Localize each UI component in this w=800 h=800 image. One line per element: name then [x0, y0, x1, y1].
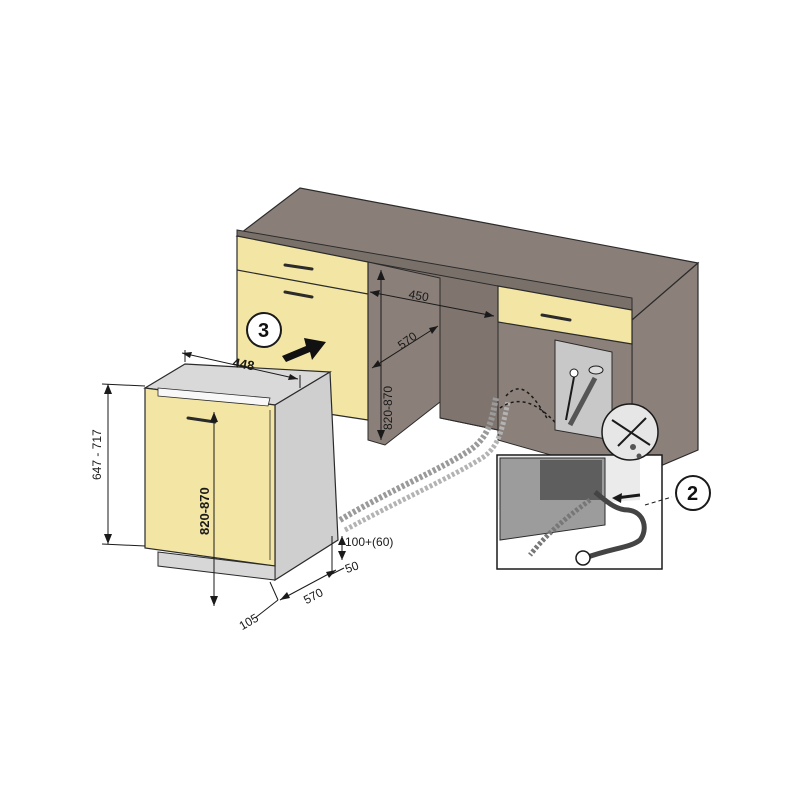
gap-height-dimension: 820-870 — [377, 270, 395, 440]
hose-to-wall-2 — [499, 400, 561, 429]
dishwasher-door-panel — [144, 387, 276, 567]
appliance-width-dimension: 448 — [181, 350, 301, 388]
drain-pipe — [567, 376, 598, 427]
dishwasher-control-strip — [157, 387, 271, 407]
right-cabinet-drawer-front — [497, 285, 633, 345]
water-drop-icon-2 — [636, 453, 642, 459]
left-cabinet-side-in-gap — [367, 261, 441, 446]
detail-drain-hose — [528, 498, 592, 557]
leak-detail-magnifier — [601, 403, 659, 461]
step-2-badge: 2 — [675, 475, 711, 511]
push-in-arrow-icon — [282, 338, 326, 362]
drain-hose — [338, 397, 499, 523]
appliance-depth-label: 570 — [301, 585, 326, 607]
gap-width-dimension: 450 — [369, 287, 495, 318]
detail-hose-connector-icon — [575, 550, 591, 566]
detail-inlet-hose — [584, 490, 647, 561]
appliance-height-dimension: 820-870 — [197, 412, 218, 606]
right-cabinet-drawer-handle — [540, 313, 572, 322]
floor-hoses — [338, 388, 561, 533]
drain-outlet-icon — [588, 365, 604, 375]
door-height-label: 647 - 717 — [90, 429, 104, 480]
detail-callout-water-connection — [496, 454, 673, 570]
hose-gap-dimension: 100+(60) — [331, 535, 393, 574]
detail-appliance-back-panel — [540, 460, 602, 500]
step-2-label: 2 — [687, 483, 698, 505]
appliance-height-label: 820-870 — [197, 487, 212, 535]
rear-gap-label: 50 — [343, 558, 361, 576]
appliance-width-label: 448 — [232, 355, 256, 374]
plinth-clearance-label: 105 — [237, 611, 262, 633]
dishwasher-plinth — [157, 551, 276, 581]
gap-width-label: 450 — [408, 287, 430, 304]
water-drop-icon — [630, 444, 636, 450]
gap-height-label: 820-870 — [381, 386, 395, 430]
rear-gap-dimension: 50 — [331, 558, 361, 576]
step-3-label: 3 — [258, 320, 269, 342]
left-cabinet-door-handle — [283, 290, 314, 299]
step-3-badge: 3 — [246, 312, 282, 348]
inlet-hose — [343, 401, 511, 533]
water-tap-icon — [569, 368, 579, 378]
hose-to-wall — [505, 388, 549, 421]
dishwasher — [143, 363, 339, 582]
dishwasher-side-panel — [274, 370, 339, 582]
appliance-depth-dimension: 570 — [279, 569, 337, 607]
door-height-dimension: 647 - 717 — [90, 383, 146, 547]
left-cabinet-drawer-handle — [283, 263, 314, 271]
plinth-clearance-dimension: 105 — [237, 581, 279, 633]
wall-connection-niche — [554, 339, 613, 441]
left-cabinet-drawer-line — [236, 269, 369, 295]
hose-gap-label: 100+(60) — [345, 535, 393, 549]
